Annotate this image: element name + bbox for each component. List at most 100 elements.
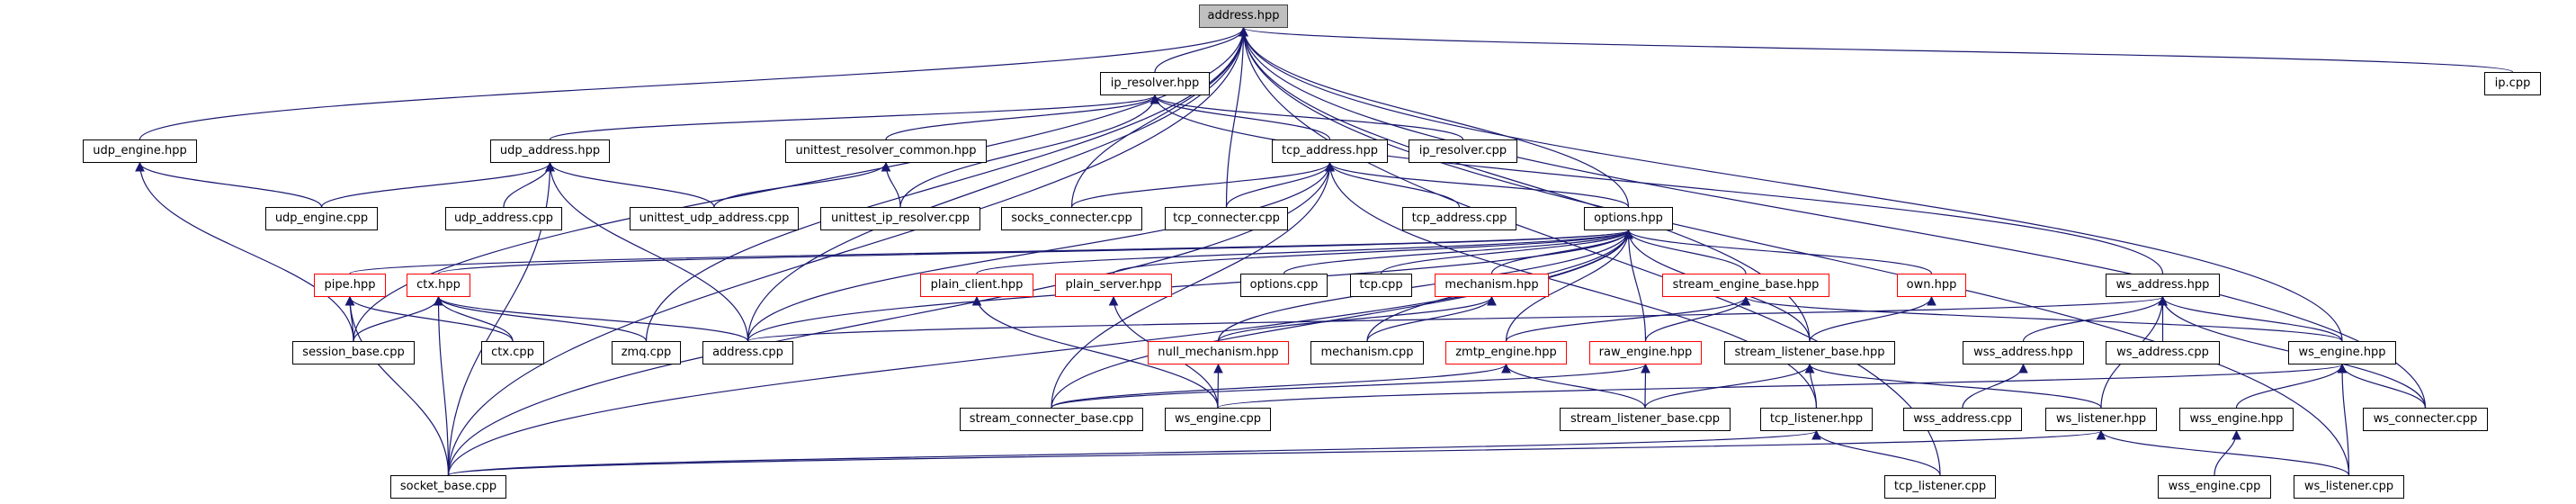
edge-address-cpp-to-ctx-hpp	[434, 295, 749, 342]
edge-udp-engine-hpp-to-address-hpp	[139, 26, 1248, 140]
edge-stream-connecter-base-cpp-to-raw-engine-hpp	[1051, 363, 1650, 409]
node-socket-base-cpp[interactable]: socket_base.cpp	[390, 475, 506, 499]
edge-zmtp-engine-hpp-to-options-hpp	[1505, 229, 1633, 342]
edge-unittest-udp-address-cpp-to-unittest-resolver-common-hpp	[713, 161, 891, 208]
node-ip-resolver-hpp[interactable]: ip_resolver.hpp	[1100, 72, 1210, 95]
edge-raw-engine-hpp-to-options-hpp	[1623, 229, 1647, 342]
node-wss-address-cpp[interactable]: wss_address.cpp	[1903, 408, 2022, 431]
node-address-cpp[interactable]: address.cpp	[702, 341, 793, 364]
node-udp-engine-hpp[interactable]: udp_engine.hpp	[83, 140, 197, 163]
edge-tcp-listener-hpp-to-tcp-address-hpp	[1325, 161, 1818, 409]
edge-socket-base-cpp-to-options-hpp	[447, 229, 1633, 476]
node-plain-client-hpp[interactable]: plain_client.hpp	[920, 274, 1033, 297]
edge-stream-listener-base-cpp-to-stream-listener-base-hpp	[1644, 363, 1815, 409]
node-unittest-resolver-common-hpp[interactable]: unittest_resolver_common.hpp	[785, 140, 987, 163]
edge-ws-engine-hpp-to-ws-address-hpp	[2158, 295, 2343, 342]
edge-ip-cpp-to-address-hpp	[1239, 26, 2514, 73]
node-ws-engine-cpp[interactable]: ws_engine.cpp	[1165, 408, 1271, 431]
node-unittest-udp-address-cpp[interactable]: unittest_udp_address.cpp	[630, 207, 799, 230]
node-ip-cpp[interactable]: ip.cpp	[2484, 72, 2541, 95]
node-mechanism-hpp[interactable]: mechanism.hpp	[1435, 274, 1549, 297]
edge-socks-connecter-cpp-to-tcp-address-hpp	[1070, 161, 1335, 208]
edge-socket-base-cpp-to-pipe-hpp	[344, 295, 450, 476]
node-wss-engine-hpp[interactable]: wss_engine.hpp	[2179, 408, 2294, 431]
edge-udp-engine-cpp-to-udp-engine-hpp	[135, 161, 323, 208]
node-zmtp-engine-hpp[interactable]: zmtp_engine.hpp	[1445, 341, 1567, 364]
node-ws-address-hpp[interactable]: ws_address.hpp	[2106, 274, 2220, 297]
edge-address-cpp-to-ws-address-hpp	[747, 295, 2168, 342]
node-options-hpp[interactable]: options.hpp	[1584, 207, 1673, 230]
edge-ws-address-hpp-to-ip-resolver-hpp	[1149, 94, 2164, 274]
edge-stream-engine-base-hpp-to-options-hpp	[1623, 229, 1747, 274]
edge-ws-listener-cpp-to-ws-listener-hpp	[2096, 429, 2350, 476]
edge-zmq-cpp-to-ctx-hpp	[434, 295, 648, 342]
edge-tcp-listener-cpp-to-tcp-listener-hpp	[1811, 429, 1941, 476]
node-ws-listener-hpp[interactable]: ws_listener.hpp	[2045, 408, 2157, 431]
node-zmq-cpp[interactable]: zmq.cpp	[612, 341, 681, 364]
node-tcp-address-hpp[interactable]: tcp_address.hpp	[1272, 140, 1388, 163]
edge-socket-base-cpp-to-ctx-hpp	[434, 295, 450, 476]
edge-ws-engine-cpp-to-null-mechanism-hpp	[1213, 363, 1223, 409]
edge-address-cpp-to-udp-address-hpp	[545, 161, 749, 342]
edge-ws-connecter-cpp-to-address-hpp	[1239, 26, 2427, 409]
node-session-base-cpp[interactable]: session_base.cpp	[292, 341, 415, 364]
node-udp-engine-cpp[interactable]: udp_engine.cpp	[265, 207, 378, 230]
node-wss-engine-cpp[interactable]: wss_engine.cpp	[2158, 475, 2271, 499]
edge-ws-engine-hpp-to-address-hpp	[1239, 26, 2343, 342]
node-stream-connecter-base-cpp[interactable]: stream_connecter_base.cpp	[960, 408, 1143, 431]
edge-session-base-cpp-to-ctx-hpp	[353, 295, 443, 342]
edge-udp-address-cpp-to-udp-address-hpp	[503, 161, 555, 208]
node-tcp-listener-cpp[interactable]: tcp_listener.cpp	[1884, 475, 1996, 499]
edge-ws-listener-cpp-to-ws-engine-hpp	[2337, 363, 2350, 476]
edge-socks-connecter-cpp-to-address-hpp	[1070, 26, 1248, 208]
edge-ws-engine-hpp-to-stream-engine-base-hpp	[1740, 295, 2343, 342]
edge-socket-base-cpp-to-tcp-listener-hpp	[447, 429, 1821, 476]
node-address-hpp[interactable]: address.hpp	[1199, 4, 1288, 28]
node-ws-engine-hpp[interactable]: ws_engine.hpp	[2288, 341, 2396, 364]
edge-address-cpp-to-address-hpp	[747, 26, 1248, 342]
node-unittest-ip-resolver-cpp[interactable]: unittest_ip_resolver.cpp	[820, 207, 980, 230]
node-options-cpp[interactable]: options.cpp	[1240, 274, 1328, 297]
node-tcp-cpp[interactable]: tcp.cpp	[1350, 274, 1412, 297]
edge-unittest-ip-resolver-cpp-to-ip-resolver-hpp	[899, 94, 1160, 208]
node-null-mechanism-hpp[interactable]: null_mechanism.hpp	[1148, 341, 1289, 364]
node-ws-address-cpp[interactable]: ws_address.cpp	[2106, 341, 2220, 364]
node-udp-address-hpp[interactable]: udp_address.hpp	[490, 140, 610, 163]
node-ctx-hpp[interactable]: ctx.hpp	[407, 274, 470, 297]
node-stream-listener-base-hpp[interactable]: stream_listener_base.hpp	[1724, 341, 1895, 364]
node-ws-listener-cpp[interactable]: ws_listener.cpp	[2294, 475, 2404, 499]
node-mechanism-cpp[interactable]: mechanism.cpp	[1310, 341, 1424, 364]
edge-ws-connecter-cpp-to-ws-engine-hpp	[2337, 363, 2427, 409]
node-pipe-hpp[interactable]: pipe.hpp	[314, 274, 386, 297]
node-socks-connecter-cpp[interactable]: socks_connecter.cpp	[1001, 207, 1142, 230]
edge-stream-listener-base-cpp-to-raw-engine-hpp	[1641, 363, 1650, 409]
node-stream-listener-base-cpp[interactable]: stream_listener_base.cpp	[1560, 408, 1731, 431]
node-raw-engine-hpp[interactable]: raw_engine.hpp	[1589, 341, 1702, 364]
edge-options-hpp-to-address-hpp	[1239, 26, 1630, 208]
node-stream-engine-base-hpp[interactable]: stream_engine_base.hpp	[1662, 274, 1829, 297]
node-ctx-cpp[interactable]: ctx.cpp	[481, 341, 544, 364]
node-ip-resolver-cpp[interactable]: ip_resolver.cpp	[1409, 140, 1517, 163]
edge-stream-listener-base-cpp-to-zmtp-engine-hpp	[1501, 363, 1646, 409]
edge-stream-connecter-base-cpp-to-zmtp-engine-hpp	[1051, 363, 1511, 409]
node-udp-address-cpp[interactable]: udp_address.cpp	[445, 207, 562, 230]
edge-tcp-address-cpp-to-tcp-address-hpp	[1325, 161, 1461, 208]
edge-ctx-cpp-to-pipe-hpp	[344, 295, 514, 342]
node-own-hpp[interactable]: own.hpp	[1897, 274, 1966, 297]
edge-stream-connecter-base-cpp-to-options-hpp	[1051, 229, 1633, 409]
edge-tcp-listener-cpp-to-address-hpp	[1239, 26, 1941, 476]
node-plain-server-hpp[interactable]: plain_server.hpp	[1055, 274, 1172, 297]
edge-tcp-address-hpp-to-ip-resolver-hpp	[1149, 94, 1331, 140]
node-tcp-listener-hpp[interactable]: tcp_listener.hpp	[1760, 408, 1873, 431]
edge-zmtp-engine-hpp-to-stream-engine-base-hpp	[1505, 295, 1751, 342]
edge-options-cpp-to-options-hpp	[1283, 229, 1633, 274]
edge-ws-engine-cpp-to-ws-engine-hpp	[1217, 363, 2347, 409]
node-tcp-connecter-cpp[interactable]: tcp_connecter.cpp	[1165, 207, 1288, 230]
edge-socket-base-cpp-to-address-hpp	[447, 26, 1248, 476]
edge-plain-client-hpp-to-options-hpp	[976, 229, 1633, 274]
node-ws-connecter-cpp[interactable]: ws_connecter.cpp	[2363, 408, 2488, 431]
edge-stream-listener-base-hpp-to-own-hpp	[1809, 295, 1936, 342]
node-tcp-address-cpp[interactable]: tcp_address.cpp	[1402, 207, 1516, 230]
node-wss-address-hpp[interactable]: wss_address.hpp	[1963, 341, 2084, 364]
